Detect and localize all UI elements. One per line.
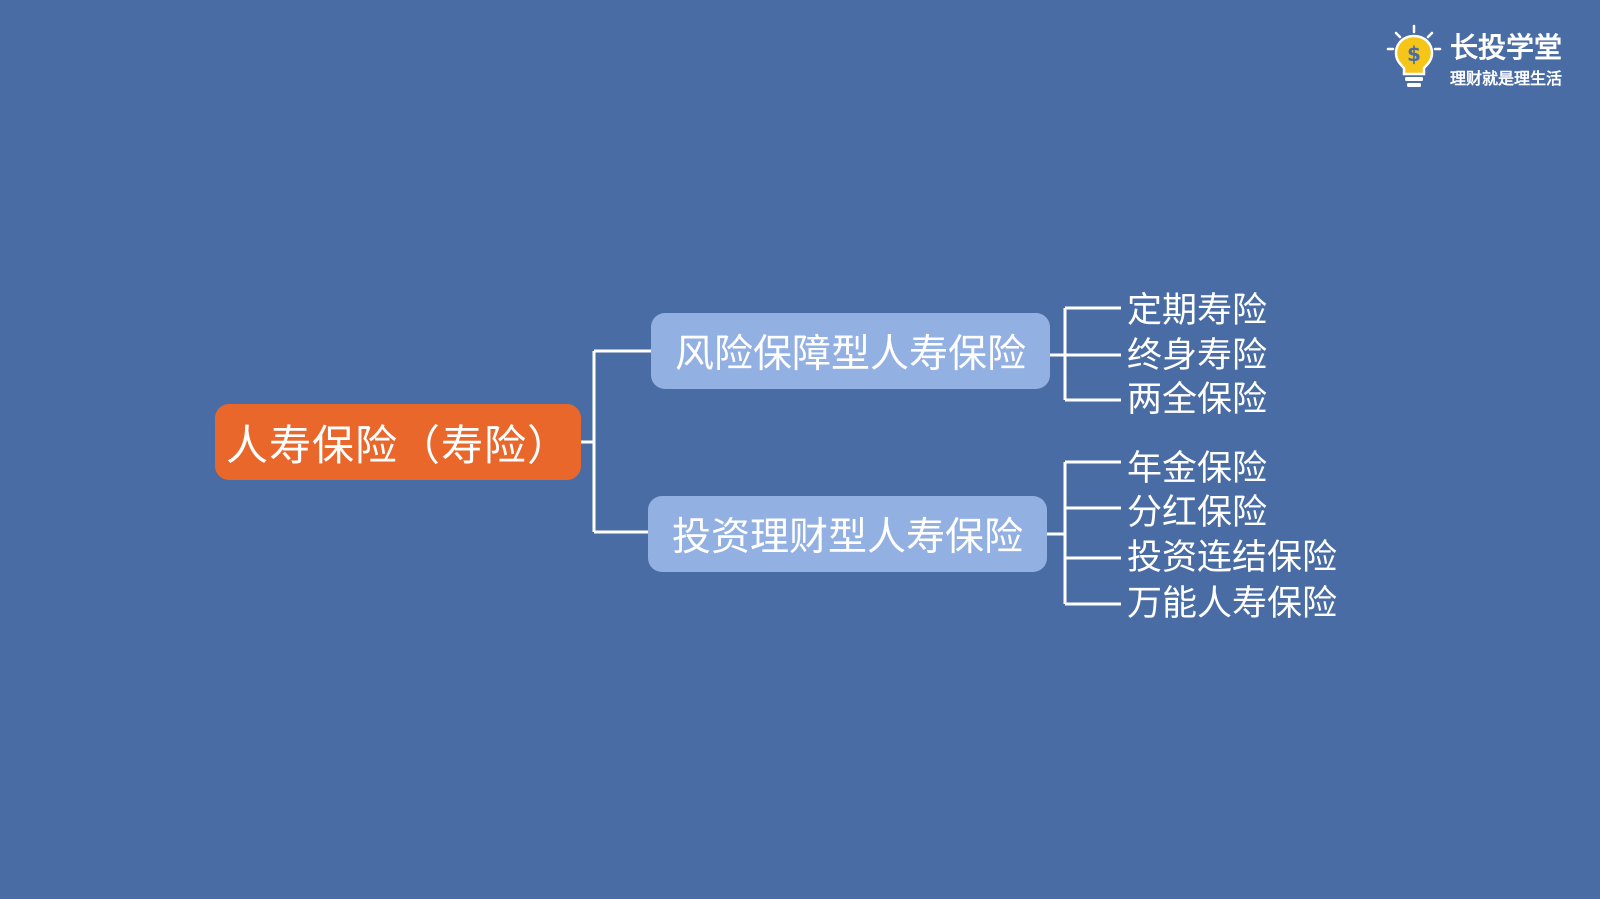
svg-text:$: $ — [1407, 42, 1421, 66]
branch-1-connector — [1050, 306, 1121, 402]
brand-name: 长投学堂 — [1450, 31, 1563, 64]
branch-node-label: 风险保障型人寿保险 — [674, 332, 1026, 377]
root-node: 人寿保险（寿险） — [215, 404, 581, 480]
branch-2-connector — [1047, 460, 1121, 606]
root-node-label: 人寿保险（寿险） — [225, 420, 570, 470]
leaf-term-life: 定期寿险 — [1127, 291, 1268, 331]
root-connector — [581, 349, 651, 534]
branch-node-risk-protection: 风险保障型人寿保险 — [651, 313, 1050, 389]
leaf-unit-linked: 投资连结保险 — [1127, 538, 1338, 578]
brand-logo: $ 长投学堂 理财就是理生活 — [1384, 24, 1574, 94]
leaf-endowment: 两全保险 — [1127, 380, 1268, 420]
leaf-annuity: 年金保险 — [1127, 449, 1268, 489]
leaf-whole-life: 终身寿险 — [1127, 336, 1268, 376]
brand-slogan: 理财就是理生活 — [1450, 69, 1563, 88]
branch-node-label: 投资理财型人寿保险 — [671, 515, 1023, 560]
leaf-participating: 分红保险 — [1127, 493, 1268, 533]
branch-node-investment: 投资理财型人寿保险 — [648, 496, 1047, 572]
lightbulb-dollar-icon: $ — [1386, 24, 1442, 87]
leaf-universal-life: 万能人寿保险 — [1127, 584, 1338, 624]
